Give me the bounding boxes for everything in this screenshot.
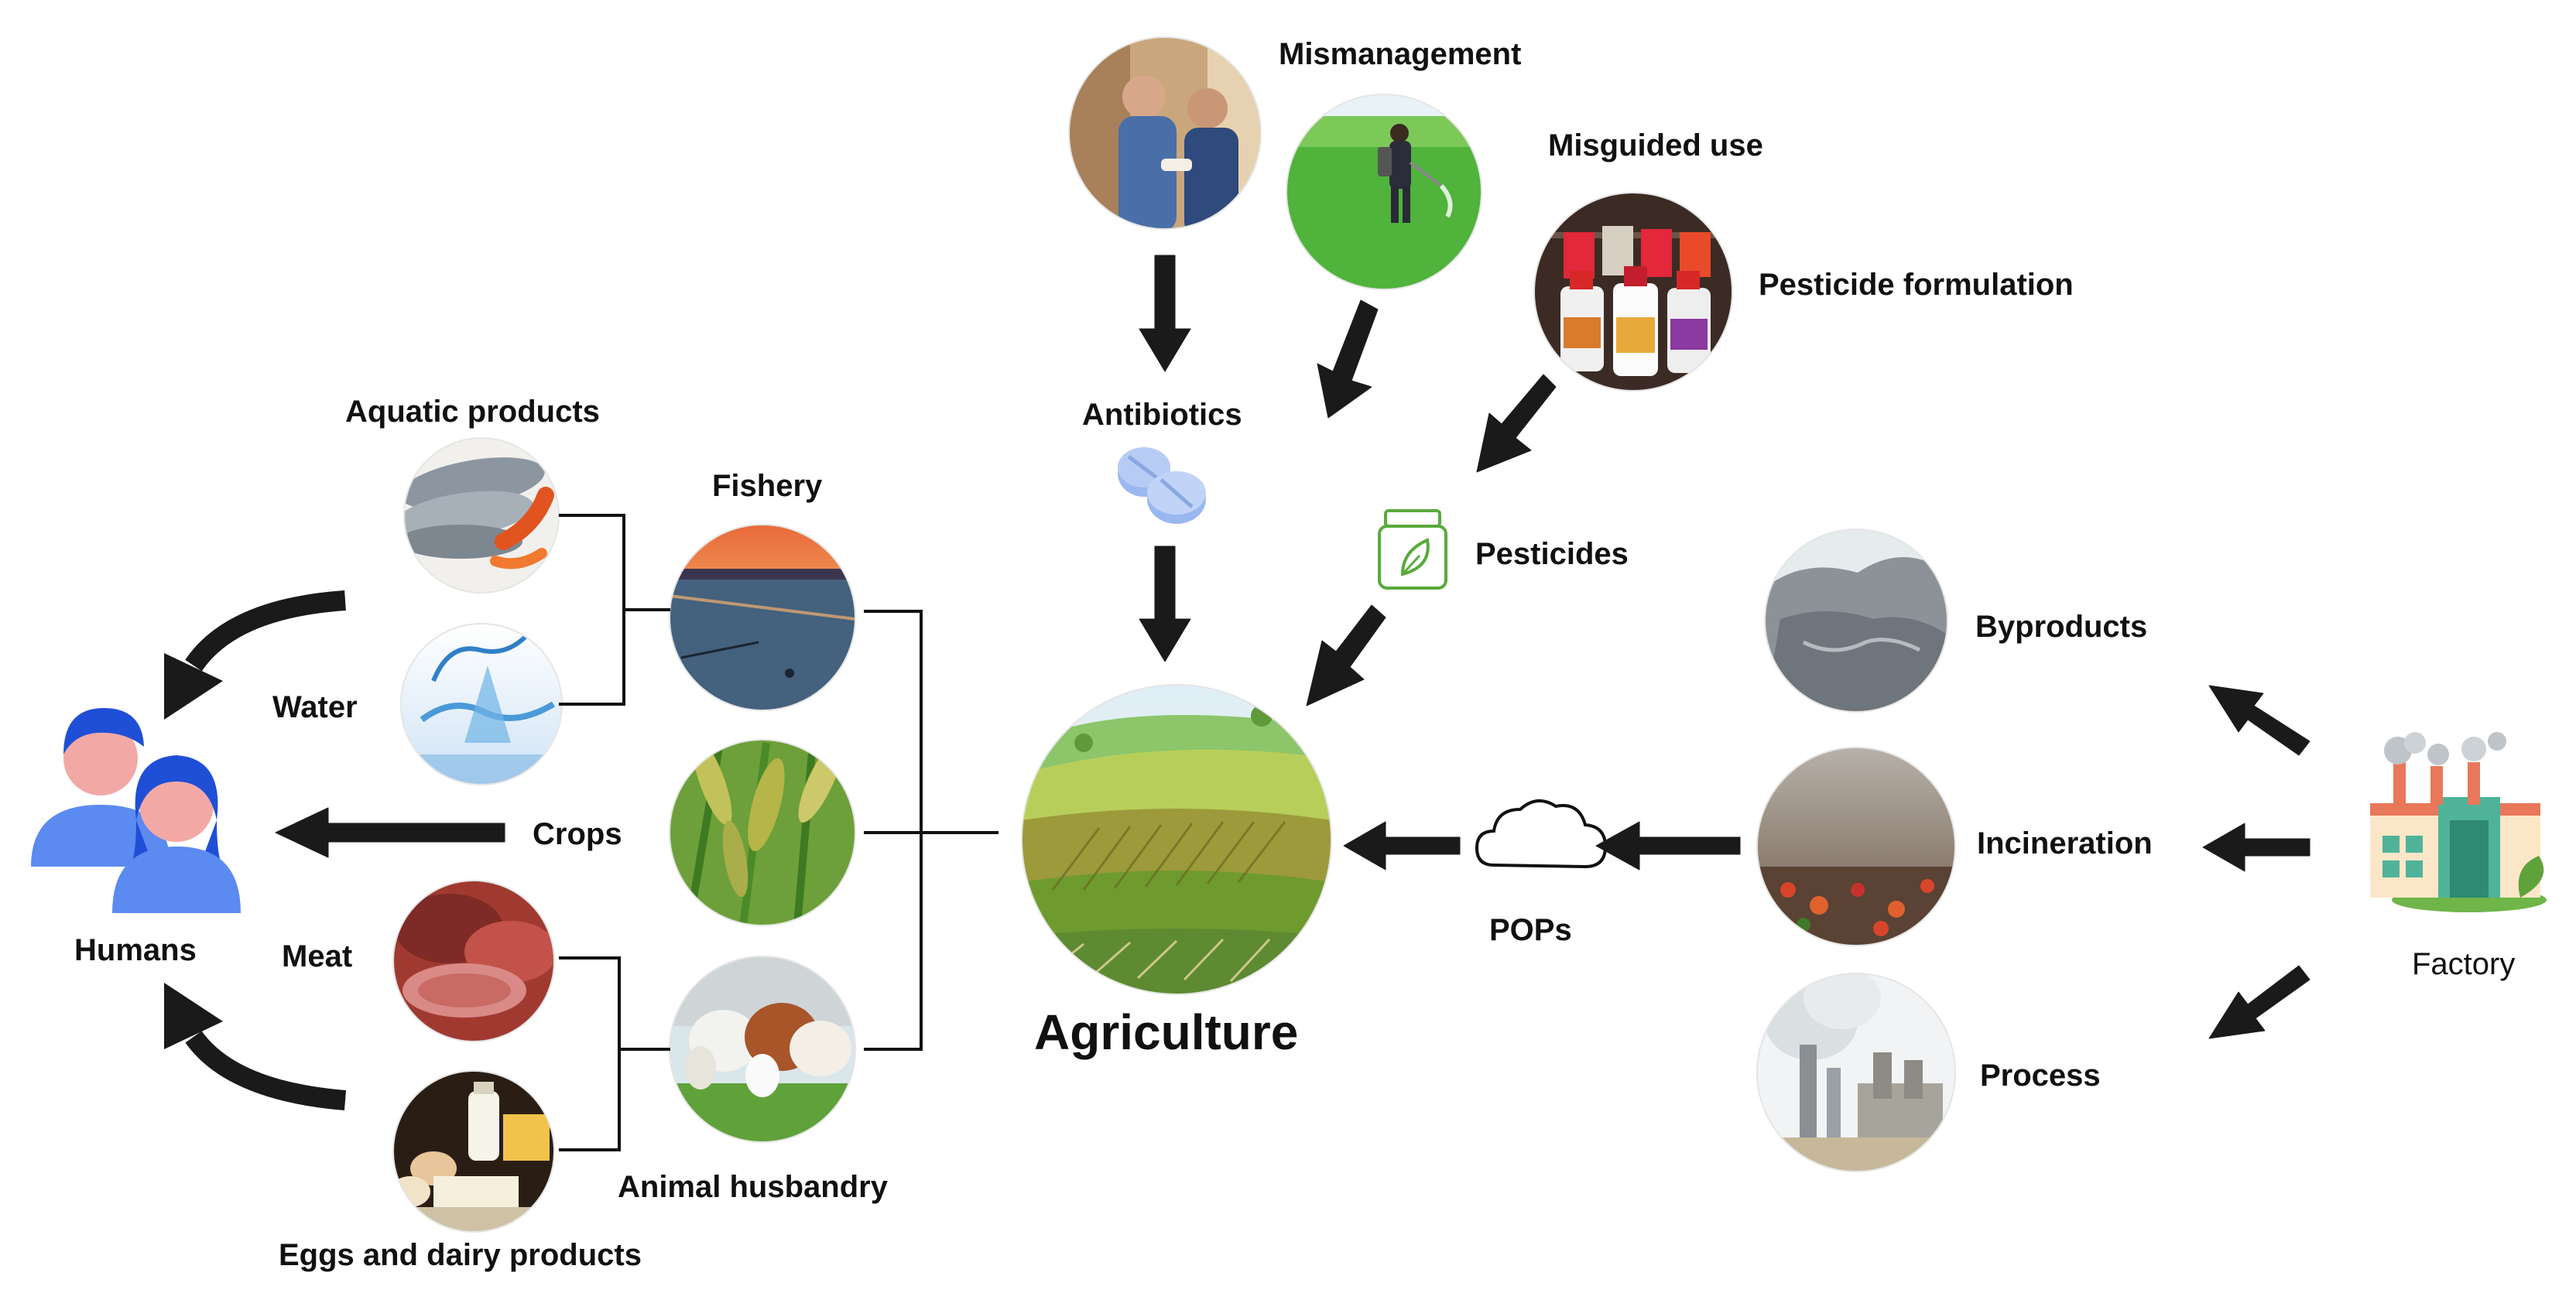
arrow-crops-humans [275,807,505,858]
arrow-aquatic-humans [185,590,346,672]
arrow-factory-incineration [2202,823,2311,872]
meat-photo [393,881,554,1042]
label-animal-husbandry: Animal husbandry [618,1170,888,1204]
label-eggs-dairy: Eggs and dairy products [279,1238,642,1272]
pill-icon [1118,447,1206,524]
arrow-misguided-use [1317,299,1379,419]
label-humans: Humans [74,933,197,967]
label-factory: Factory [2412,947,2516,981]
label-aquatic-products: Aquatic products [345,395,600,429]
label-agriculture: Agriculture [1034,1004,1299,1060]
arrow-factory-process [2208,965,2311,1039]
label-water: Water [272,690,358,724]
pesticide-formulation-photo [1534,193,1732,391]
label-mismanagement: Mismanagement [1279,37,1522,71]
arrow-factory-byproducts [2208,685,2311,756]
arrow-pesticides-agriculture [1306,604,1386,706]
label-incineration: Incineration [1977,826,2153,860]
incineration-photo [1757,747,1955,946]
arrow-pops-agriculture [1343,821,1461,871]
arrow-antibiotics-agriculture [1139,546,1191,662]
arrow-incineration-pops [1595,821,1741,871]
eggs-dairy-photo [393,1071,554,1232]
label-meat: Meat [282,939,353,973]
process-photo [1757,973,1955,1172]
arrow-mismanagement-antibiotics [1139,255,1191,372]
arrows [275,255,2311,1039]
fishery-photo [670,525,855,710]
animal-husbandry-photo [670,956,855,1142]
aquatic-products-photo [404,438,559,593]
label-fishery: Fishery [712,469,823,503]
label-misguided-use: Misguided use [1548,128,1763,162]
connector-lines [559,514,999,1151]
arrow-dairy-humans [185,1031,347,1110]
water-photo [401,624,562,785]
agriculture-illustration [1022,685,1331,994]
humans-icon [31,708,241,913]
pesticide-bottle-icon [1378,509,1447,590]
byproducts-photo [1765,529,1947,712]
arrow-formulation-pesticides [1476,374,1557,473]
label-antibiotics: Antibiotics [1082,398,1242,432]
mismanagement-photo [1069,37,1261,229]
label-pesticides: Pesticides [1475,537,1629,571]
curved-arrows [185,590,347,1110]
label-pesticide-formulation: Pesticide formulation [1759,268,2074,302]
label-process: Process [1980,1059,2101,1093]
crops-photo [670,740,855,925]
factory-icon [2370,732,2547,912]
label-pops: POPs [1489,913,1572,947]
label-byproducts: Byproducts [1975,610,2148,644]
label-crops: Crops [533,817,622,851]
pops-cloud-icon [1475,799,1608,869]
